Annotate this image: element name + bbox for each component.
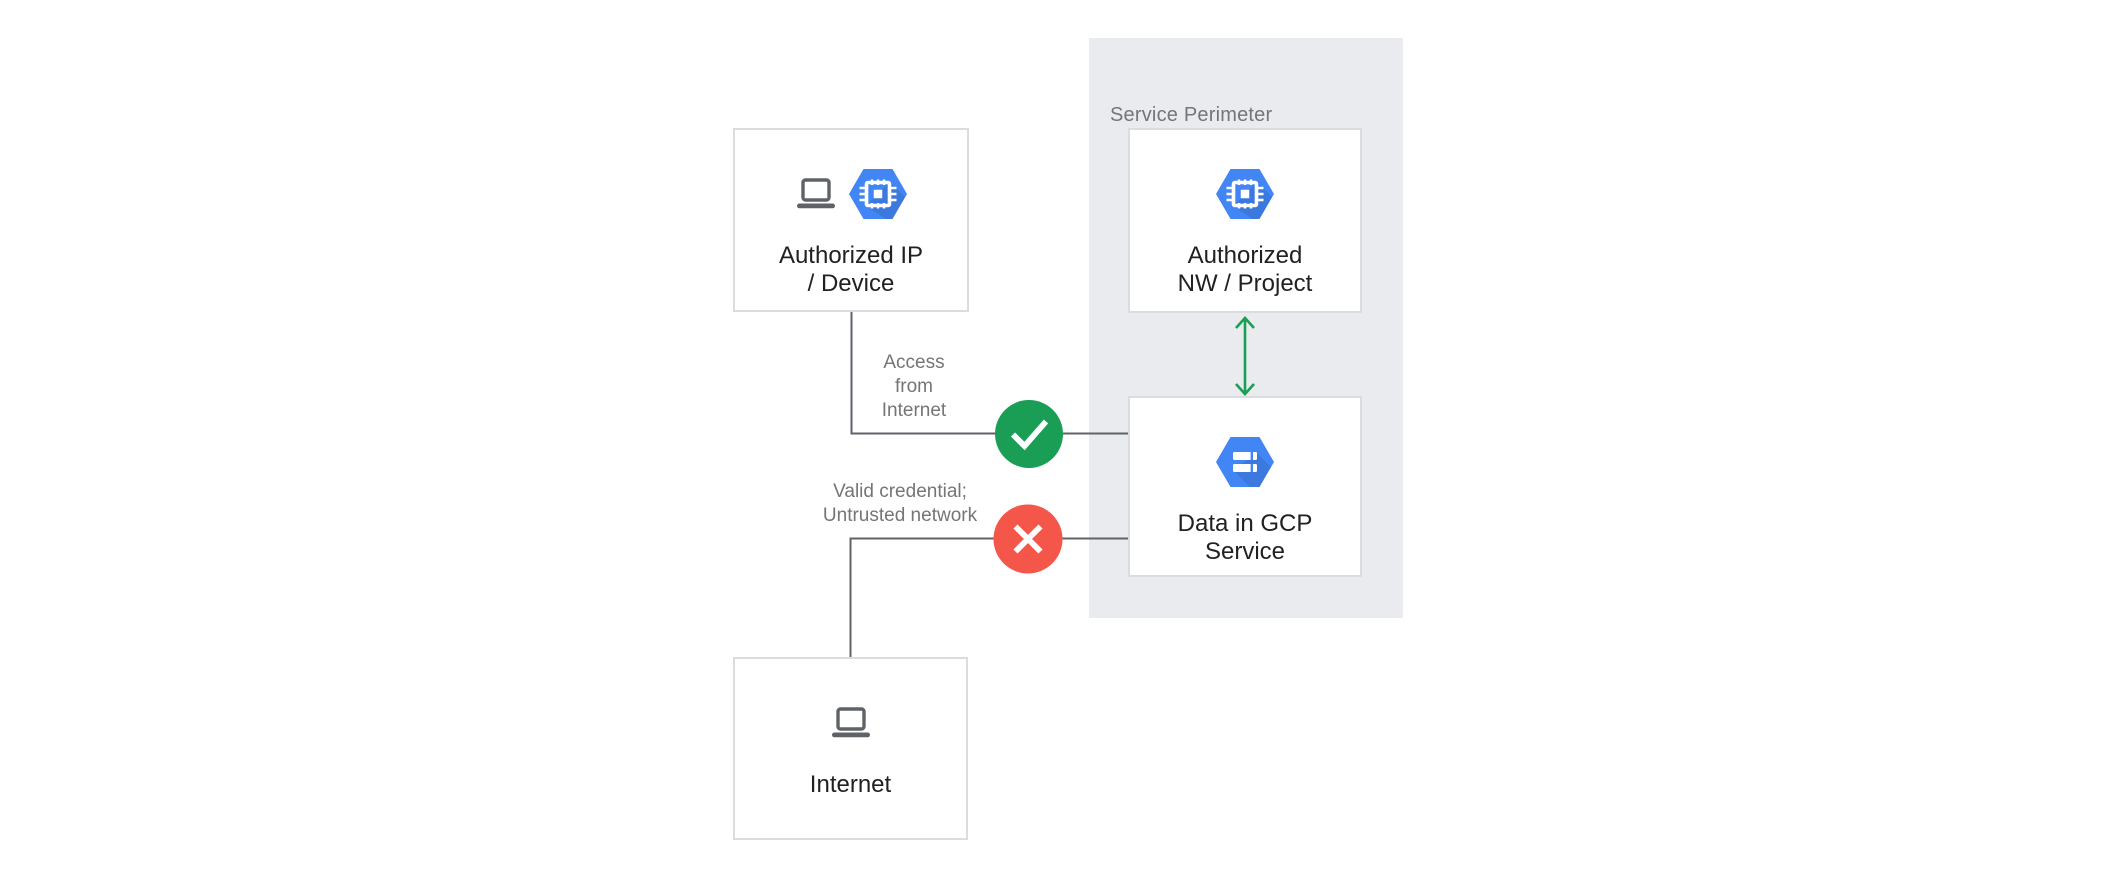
compute-engine-hexagon-icon [1216, 169, 1274, 219]
laptop-icon [796, 178, 835, 209]
node-icons [735, 697, 966, 749]
laptop-icon [831, 707, 870, 738]
icon-shadow [865, 182, 907, 219]
node-authorized-nw-project: Authorized NW / Project [1128, 128, 1362, 313]
node-icons [1130, 436, 1360, 488]
node-label: Data in GCP Service [1177, 510, 1313, 565]
service-perimeter-label: Service Perimeter [1110, 104, 1273, 126]
node-label: Authorized NW / Project [1177, 242, 1313, 297]
icon-shadow [1233, 182, 1274, 219]
node-label: Authorized IP / Device [778, 242, 924, 297]
node-internet: Internet [733, 657, 968, 840]
edge-internet-to-data [849, 537, 1128, 657]
check-icon [1010, 419, 1049, 451]
node-icons [735, 168, 967, 220]
node-authorized-ip-device: Authorized IP / Device [733, 128, 969, 312]
node-data-in-gcp-service: Data in GCP Service [1128, 396, 1362, 577]
storage-bar-notch [1250, 452, 1253, 460]
compute-engine-hexagon-icon [848, 169, 907, 219]
node-icons [1130, 168, 1360, 220]
edge-label-valid-credential-untrusted-network: Valid credential; Untrusted network [822, 481, 978, 526]
cross-icon [1013, 524, 1043, 554]
cloud-storage-hexagon-icon [1216, 437, 1274, 487]
node-label: Internet [809, 771, 892, 798]
edge-label-access-from-internet: Access from Internet [881, 352, 947, 421]
storage-bar-notch [1250, 464, 1253, 472]
